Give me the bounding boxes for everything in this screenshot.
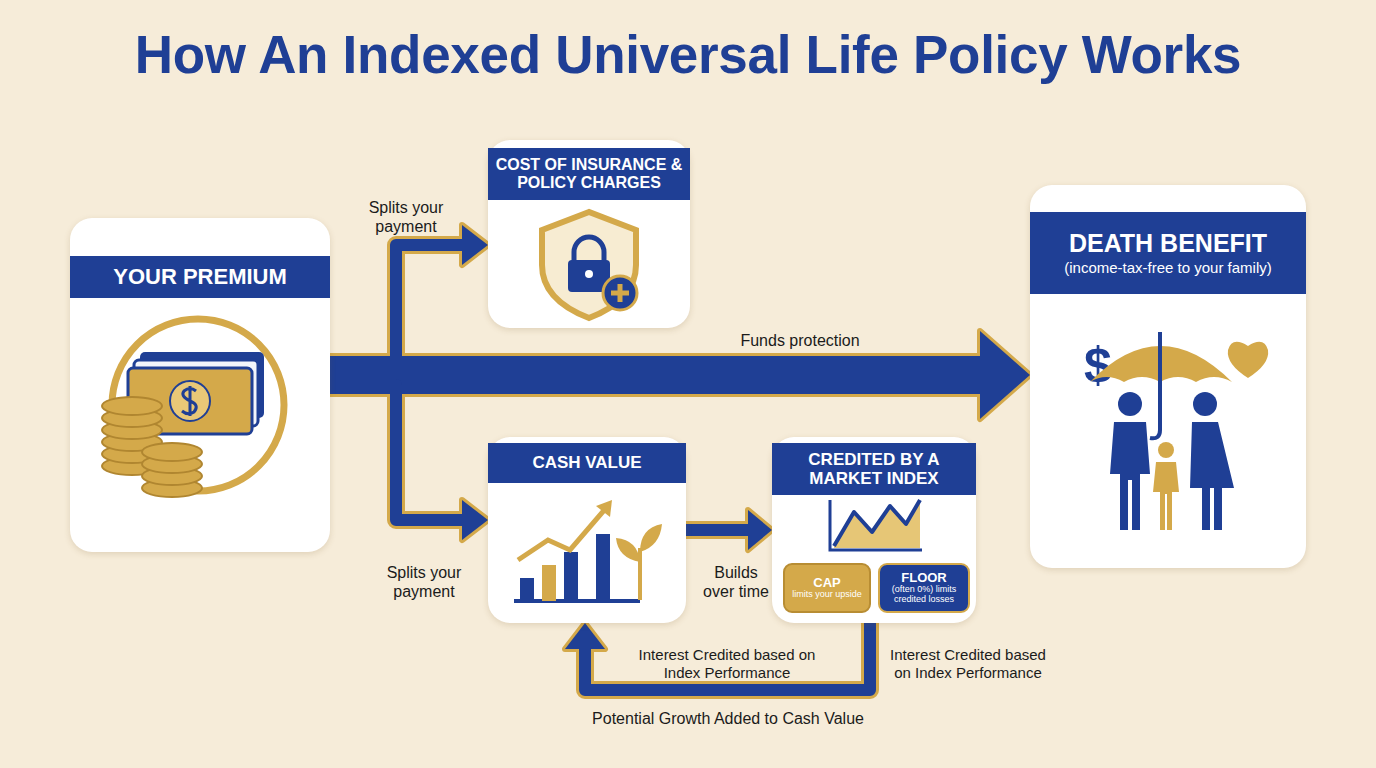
- arrowhead: [748, 510, 772, 550]
- card-header-text: CASH VALUE: [526, 453, 647, 472]
- card-title: CASH VALUE: [532, 453, 641, 472]
- flow-arrow: [330, 385, 488, 540]
- card-title: CREDITED BY A MARKET INDEX: [778, 450, 970, 488]
- badge-title: CAP: [813, 576, 840, 590]
- card-header: CREDITED BY A MARKET INDEX: [772, 443, 976, 495]
- edge-label: Splits your payment: [360, 198, 452, 236]
- card-title: DEATH BENEFIT: [1064, 229, 1272, 257]
- arrowhead: [462, 500, 488, 540]
- connector-line: [686, 524, 748, 536]
- card-header-text: CREDITED BY A MARKET INDEX: [772, 450, 976, 488]
- badge-note: limits your upside: [792, 590, 862, 600]
- arrowhead-outline: [980, 331, 1030, 419]
- flow-arrow: [330, 331, 1030, 419]
- flow-arrow: [686, 510, 772, 550]
- annotation-text: Interest Credited based on Index Perform…: [637, 646, 817, 682]
- connector-outline: [686, 521, 748, 539]
- badge-title: FLOOR: [901, 571, 947, 585]
- edge-label: Potential Growth Added to Cash Value: [578, 709, 878, 728]
- arrowhead-outline: [565, 623, 605, 649]
- arrowhead-outline: [748, 510, 772, 550]
- info-card: COST OF INSURANCE & POLICY CHARGES: [488, 140, 690, 328]
- diagram-title: How An Indexed Universal Life Policy Wor…: [0, 24, 1376, 85]
- connector-outline: [330, 385, 462, 520]
- info-card: DEATH BENEFIT (income-tax-free to your fa…: [1030, 185, 1306, 568]
- card-header-text: COST OF INSURANCE & POLICY CHARGES: [488, 156, 690, 192]
- card-subtitle: (income-tax-free to your family): [1064, 260, 1272, 277]
- info-card: CASH VALUE: [488, 437, 686, 623]
- info-card: CREDITED BY A MARKET INDEX CAPlimits your…: [772, 437, 976, 623]
- connector-line: [585, 623, 870, 690]
- edge-label: Splits your payment: [378, 563, 470, 601]
- flow-arrow: [565, 623, 870, 690]
- info-card: YOUR PREMIUM: [70, 218, 330, 552]
- connector-line: [330, 356, 980, 394]
- limit-badge: CAPlimits your upside: [783, 563, 871, 613]
- arrowhead: [980, 331, 1030, 419]
- card-header: YOUR PREMIUM: [70, 256, 330, 298]
- card-header: COST OF INSURANCE & POLICY CHARGES: [488, 148, 690, 200]
- card-title: COST OF INSURANCE & POLICY CHARGES: [494, 156, 684, 192]
- edge-label: Funds protection: [700, 331, 900, 350]
- limit-badge: FLOOR(often 0%) limits credited losses: [878, 563, 970, 613]
- badge-note: (often 0%) limits credited losses: [884, 585, 964, 604]
- edge-label: Builds over time: [697, 563, 775, 601]
- arrowhead: [565, 623, 605, 649]
- connector-outline: [585, 623, 870, 690]
- card-title: YOUR PREMIUM: [113, 265, 287, 290]
- annotation-text: Interest Credited based on Index Perform…: [883, 646, 1053, 682]
- arrowhead: [462, 225, 488, 265]
- card-header: CASH VALUE: [488, 443, 686, 483]
- card-header-text: YOUR PREMIUM: [107, 265, 293, 290]
- card-header-text: DEATH BENEFIT (income-tax-free to your fa…: [1058, 229, 1278, 277]
- connector-line: [330, 385, 462, 520]
- arrowhead-outline: [462, 225, 488, 265]
- connector-outline: [330, 353, 980, 397]
- arrowhead-outline: [462, 500, 488, 540]
- card-header: DEATH BENEFIT (income-tax-free to your fa…: [1030, 212, 1306, 294]
